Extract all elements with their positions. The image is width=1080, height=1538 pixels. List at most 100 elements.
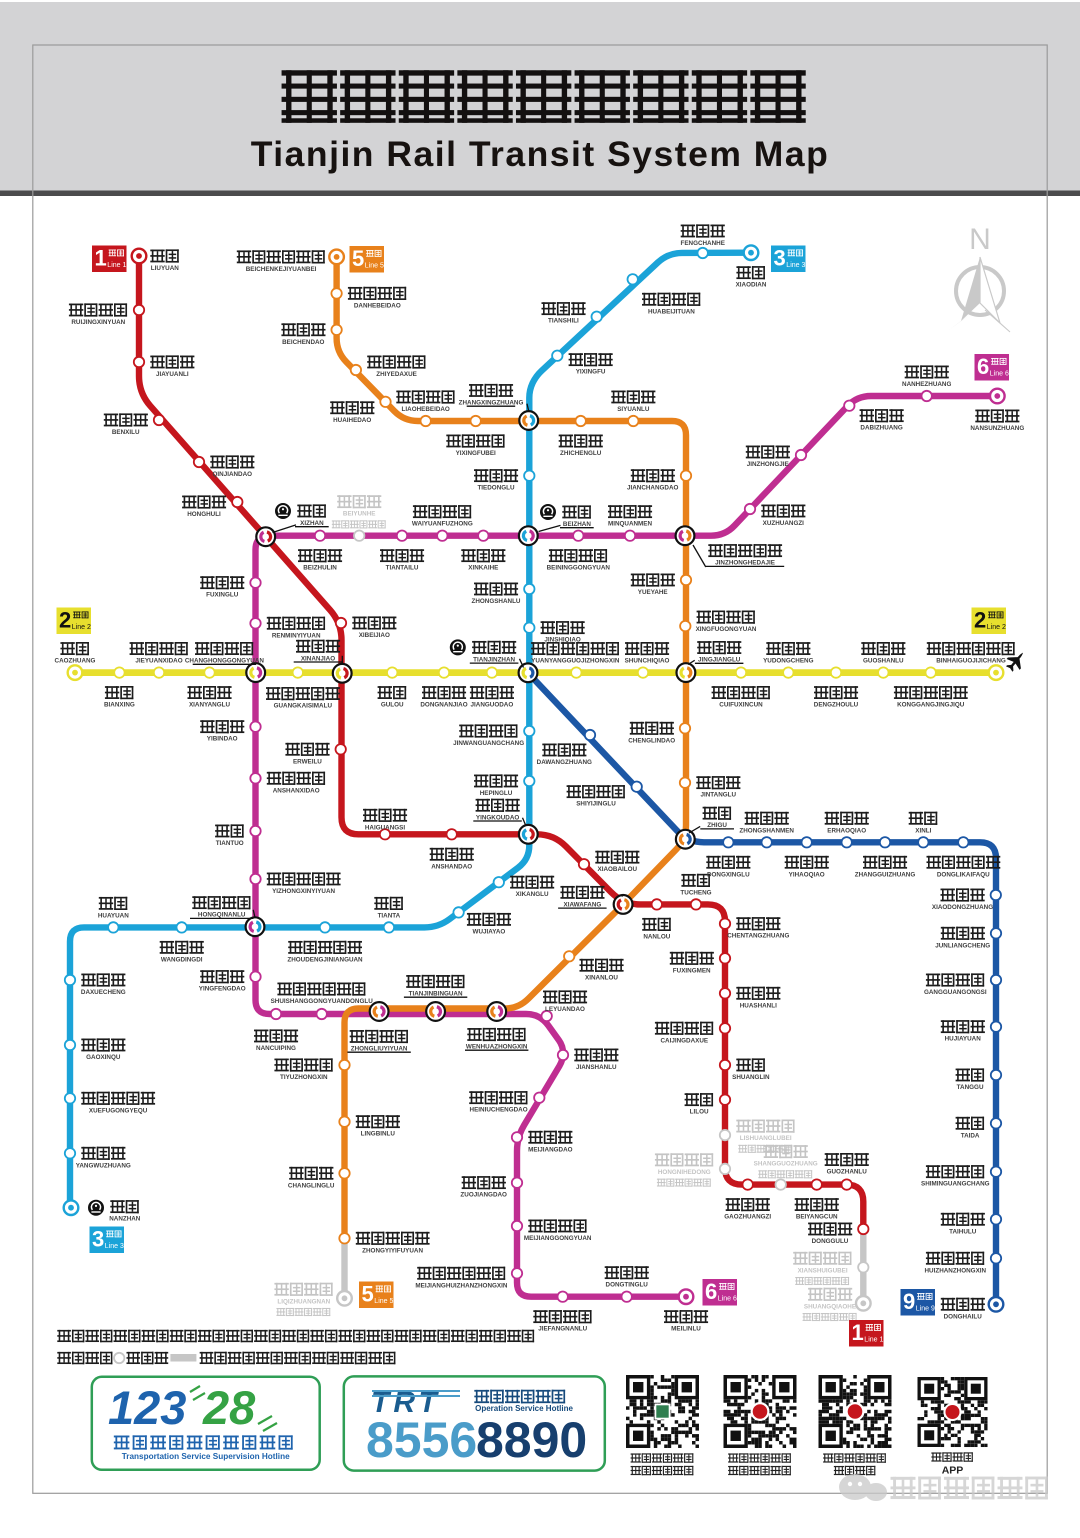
- svg-text:TAIHULU: TAIHULU: [949, 1228, 977, 1235]
- svg-text:JIEYUANXIDAO: JIEYUANXIDAO: [135, 658, 182, 665]
- svg-text:DONGGULU: DONGGULU: [812, 1238, 849, 1245]
- svg-text:YIBINDAO: YIBINDAO: [207, 736, 238, 743]
- svg-text:LIAOHEBEIDAO: LIAOHEBEIDAO: [402, 406, 450, 413]
- svg-text:ERHAOQIAO: ERHAOQIAO: [827, 827, 866, 834]
- svg-text:RUIJINGXINYUAN: RUIJINGXINYUAN: [71, 319, 125, 326]
- svg-text:MEIJIANGDAO: MEIJIANGDAO: [528, 1146, 573, 1153]
- svg-text:BEININGGONGYUAN: BEININGGONGYUAN: [547, 565, 611, 572]
- svg-text:8556: 8556: [366, 1412, 477, 1468]
- svg-text:Line 3: Line 3: [105, 1243, 124, 1250]
- svg-text:JIAYUANLI: JIAYUANLI: [156, 371, 189, 378]
- svg-text:1: 1: [852, 1320, 864, 1345]
- svg-text:ZHICHENGLU: ZHICHENGLU: [560, 450, 602, 457]
- svg-text:CHANGHONGGONGYUAN: CHANGHONGGONGYUAN: [185, 658, 265, 665]
- svg-text:5: 5: [362, 1282, 374, 1307]
- svg-text:NANSUNZHUANG: NANSUNZHUANG: [970, 425, 1024, 432]
- svg-text:3: 3: [774, 246, 786, 271]
- svg-text:ZHONGLIUYIYUAN: ZHONGLIUYIYUAN: [351, 1046, 408, 1053]
- svg-text:XIAODONGZHUANG: XIAODONGZHUANG: [932, 904, 993, 911]
- svg-text:JIEFANGNANLU: JIEFANGNANLU: [538, 1326, 587, 1333]
- svg-text:XINLI: XINLI: [915, 827, 931, 834]
- svg-text:Line 1: Line 1: [864, 1337, 883, 1344]
- svg-text:TIANJINBINGUAN: TIANJINBINGUAN: [409, 991, 463, 998]
- svg-text:JIANGUODAO: JIANGUODAO: [471, 702, 514, 709]
- svg-text:TIANSHILI: TIANSHILI: [548, 318, 579, 325]
- svg-text:CHENTANGZHUANG: CHENTANGZHUANG: [727, 933, 789, 940]
- svg-text:1: 1: [95, 246, 107, 271]
- svg-text:QINJIANDAO: QINJIANDAO: [213, 471, 253, 478]
- svg-text:Line 2: Line 2: [987, 624, 1006, 631]
- svg-text:XINANJIAO: XINANJIAO: [301, 655, 335, 662]
- svg-text:DANHEBEIDAO: DANHEBEIDAO: [354, 302, 401, 309]
- svg-text:XINANLOU: XINANLOU: [585, 974, 618, 981]
- svg-text:NANLOU: NANLOU: [643, 933, 670, 940]
- svg-text:DENGZHOULU: DENGZHOULU: [814, 702, 859, 709]
- svg-text:TANGGU: TANGGU: [957, 1084, 984, 1091]
- svg-text:TIANTUO: TIANTUO: [216, 840, 244, 847]
- svg-text:XIANSHUIGUBEI: XIANSHUIGUBEI: [798, 1267, 848, 1274]
- svg-text:MEIJIANGGONGYUAN: MEIJIANGGONGYUAN: [524, 1235, 592, 1242]
- svg-text:MEIJIANGHUIZHANZHONGXIN: MEIJIANGHUIZHANZHONGXIN: [415, 1282, 507, 1289]
- svg-text:TAIDA: TAIDA: [961, 1132, 980, 1139]
- svg-text:SHUANGQIAOHE: SHUANGQIAOHE: [804, 1303, 856, 1310]
- svg-text:XINGFUGONGYUAN: XINGFUGONGYUAN: [696, 626, 757, 633]
- svg-text:BEICHENDAO: BEICHENDAO: [282, 339, 324, 346]
- svg-text:BEIZHAN: BEIZHAN: [563, 521, 591, 528]
- svg-text:KONGGANGJINGJIQU: KONGGANGJINGJIQU: [897, 702, 965, 709]
- svg-text:LINGBINLU: LINGBINLU: [361, 1131, 396, 1138]
- svg-text:GAOXINQU: GAOXINQU: [86, 1054, 121, 1061]
- svg-text:DONGXINGLU: DONGXINGLU: [707, 871, 750, 878]
- svg-text:GAOZHUANGZI: GAOZHUANGZI: [724, 1214, 771, 1221]
- svg-text:WUJIAYAO: WUJIAYAO: [473, 928, 506, 935]
- svg-text:CAOZHUANG: CAOZHUANG: [55, 658, 96, 665]
- svg-text:6: 6: [977, 354, 989, 379]
- svg-text:YUDONGCHENG: YUDONGCHENG: [763, 658, 813, 665]
- svg-text:NANHEZHUANG: NANHEZHUANG: [902, 381, 951, 388]
- svg-text:XIKANGLU: XIKANGLU: [516, 891, 549, 898]
- svg-text:WAIYUANFUZHONG: WAIYUANFUZHONG: [412, 521, 473, 528]
- svg-text:WANGDINGDI: WANGDINGDI: [161, 956, 203, 963]
- svg-text:CAIJINGDAXUE: CAIJINGDAXUE: [661, 1037, 709, 1044]
- svg-text:WENHUAZHONGXIN: WENHUAZHONGXIN: [466, 1044, 528, 1051]
- svg-text:JINTANGLU: JINTANGLU: [701, 792, 737, 799]
- svg-text:DONGHAILU: DONGHAILU: [944, 1313, 983, 1320]
- svg-text:XIBEIJIAO: XIBEIJIAO: [359, 632, 390, 639]
- svg-text:JINZHONGJIE: JINZHONGJIE: [747, 461, 789, 468]
- svg-text:GANGGUANGONGSI: GANGGUANGONGSI: [924, 989, 987, 996]
- svg-text:HONGHULI: HONGHULI: [187, 511, 221, 518]
- svg-text:TIANJINZHAN: TIANJINZHAN: [473, 656, 515, 663]
- svg-text:FENGCHANHE: FENGCHANHE: [680, 240, 724, 247]
- svg-text:SHIYIJINGLU: SHIYIJINGLU: [576, 801, 616, 808]
- svg-text:GUANGKAISIMALU: GUANGKAISIMALU: [274, 703, 333, 710]
- svg-text:YIZHONGXINYIYUAN: YIZHONGXINYIYUAN: [272, 888, 335, 895]
- svg-text:N: N: [969, 223, 991, 256]
- svg-text:HAIGUANGSI: HAIGUANGSI: [365, 824, 405, 831]
- svg-text:123: 123: [108, 1381, 186, 1434]
- svg-text:XUEFUGONGYEQU: XUEFUGONGYEQU: [89, 1107, 148, 1114]
- svg-text:BIANXING: BIANXING: [104, 702, 135, 709]
- svg-text:DAXUECHENG: DAXUECHENG: [81, 989, 126, 996]
- svg-text:SHUISHANGGONGYUANDONGLU: SHUISHANGGONGYUANDONGLU: [271, 998, 374, 1005]
- svg-text:TUCHENG: TUCHENG: [680, 889, 711, 896]
- svg-text:ZHIYEDAXUE: ZHIYEDAXUE: [376, 371, 417, 378]
- svg-text:ZHANGXINGZHUANG: ZHANGXINGZHUANG: [459, 400, 524, 407]
- svg-text:Line 6: Line 6: [990, 371, 1009, 378]
- svg-text:XINKAIHE: XINKAIHE: [468, 565, 498, 572]
- svg-text:JINSHIQIAO: JINSHIQIAO: [544, 637, 580, 644]
- svg-text:ZHONGSHANLU: ZHONGSHANLU: [472, 598, 521, 605]
- svg-text:TIYUZHONGXIN: TIYUZHONGXIN: [280, 1074, 328, 1081]
- svg-text:DONGLIKAIFAQU: DONGLIKAIFAQU: [937, 871, 990, 878]
- svg-text:XIAOBAILOU: XIAOBAILOU: [598, 866, 638, 873]
- svg-text:LIQIZHUANGNAN: LIQIZHUANGNAN: [277, 1298, 330, 1305]
- svg-text:ZHONGYIYIFUYUAN: ZHONGYIYIFUYUAN: [362, 1247, 423, 1254]
- svg-text:JINWANGUANGCHANG: JINWANGUANGCHANG: [453, 740, 524, 747]
- svg-text:28: 28: [202, 1381, 256, 1434]
- svg-text:FUXINGMEN: FUXINGMEN: [673, 967, 711, 974]
- svg-text:JUNLIANGCHENG: JUNLIANGCHENG: [935, 942, 990, 949]
- svg-text:DONGNANJIAO: DONGNANJIAO: [420, 702, 467, 709]
- svg-text:Line 5: Line 5: [365, 263, 384, 270]
- svg-text:GUOSHANLU: GUOSHANLU: [863, 658, 904, 665]
- svg-text:BENXILU: BENXILU: [112, 429, 140, 436]
- svg-text:CHENGLINDAO: CHENGLINDAO: [628, 737, 675, 744]
- svg-text:NANZHAN: NANZHAN: [109, 1216, 141, 1223]
